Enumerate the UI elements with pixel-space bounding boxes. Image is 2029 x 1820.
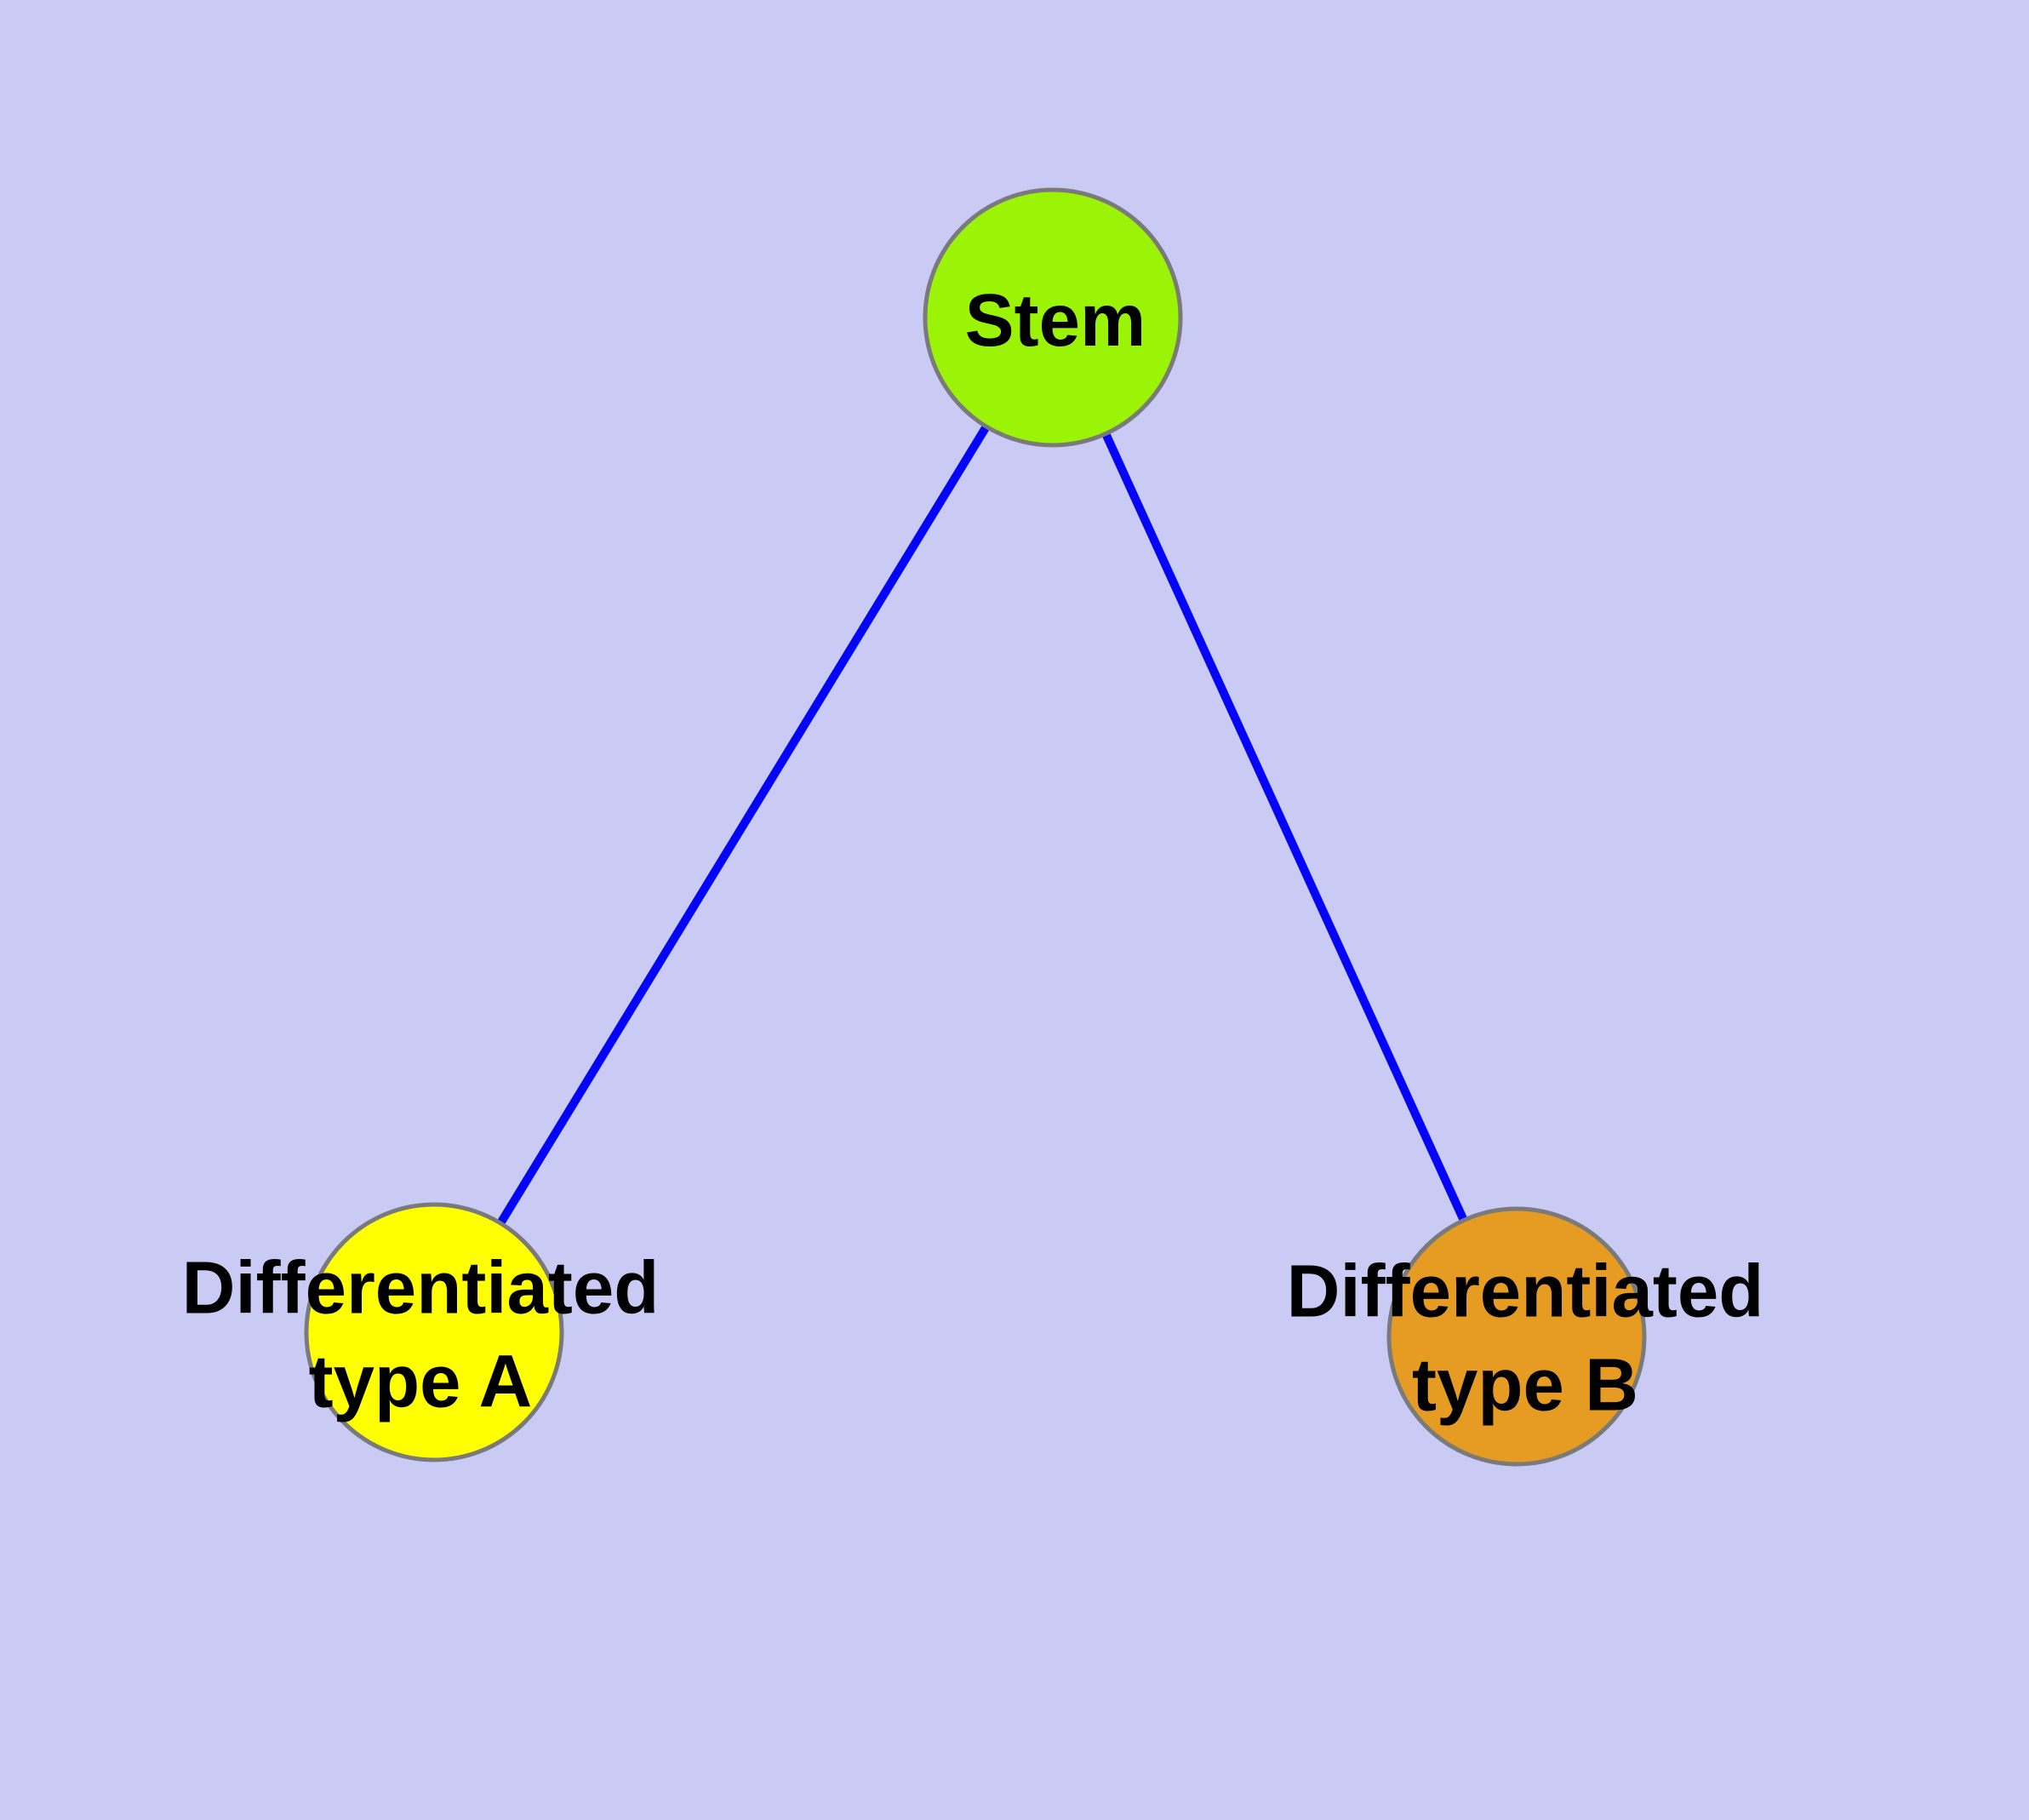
node-type-b-circle[interactable] — [1386, 1206, 1647, 1467]
node-type-a-circle[interactable] — [304, 1202, 564, 1462]
edge-stem-to-type-b — [1049, 313, 1521, 1341]
node-stem-circle[interactable] — [923, 187, 1183, 448]
edge-stem-to-type-a — [430, 313, 1057, 1336]
